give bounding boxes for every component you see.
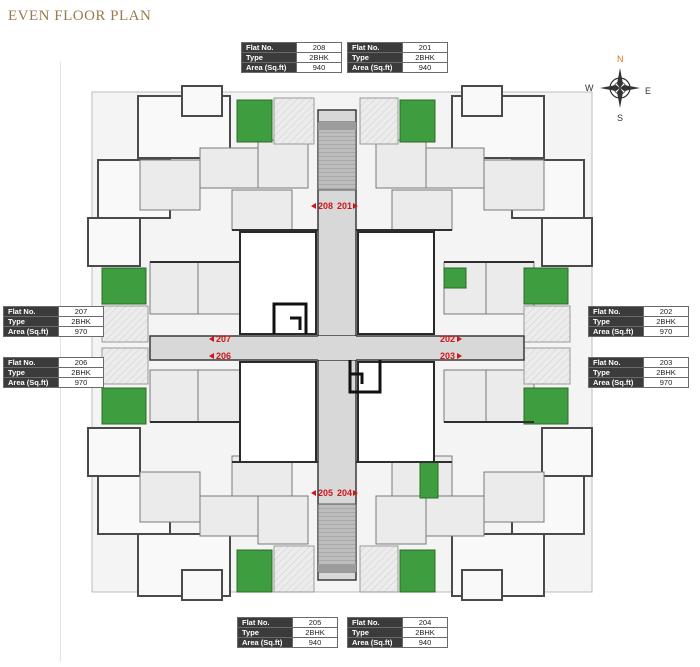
marker-208: 208 <box>318 201 333 211</box>
wall-lines <box>150 229 534 463</box>
marker-203: 203 <box>440 351 455 361</box>
page-title: EVEN FLOOR PLAN <box>8 8 152 24</box>
compass-rose-icon <box>600 68 640 108</box>
marker-202: 202 <box>440 334 455 344</box>
compass-south: S <box>617 113 623 123</box>
entrance-markers <box>209 203 462 496</box>
marker-207: 207 <box>216 334 231 344</box>
marker-204: 204 <box>337 488 352 498</box>
marker-206: 206 <box>216 351 231 361</box>
compass-west: W <box>585 83 594 93</box>
marker-201: 201 <box>337 201 352 211</box>
compass-east: E <box>645 86 651 96</box>
staircase-south <box>317 503 357 573</box>
lift-cores <box>272 302 382 394</box>
staircase-north <box>317 121 357 191</box>
garden-terraces <box>101 99 569 593</box>
marker-205: 205 <box>318 488 333 498</box>
central-corridor <box>149 109 525 581</box>
compass-north: N <box>617 54 624 64</box>
duct-shafts <box>101 97 571 593</box>
light-wells <box>239 231 435 463</box>
